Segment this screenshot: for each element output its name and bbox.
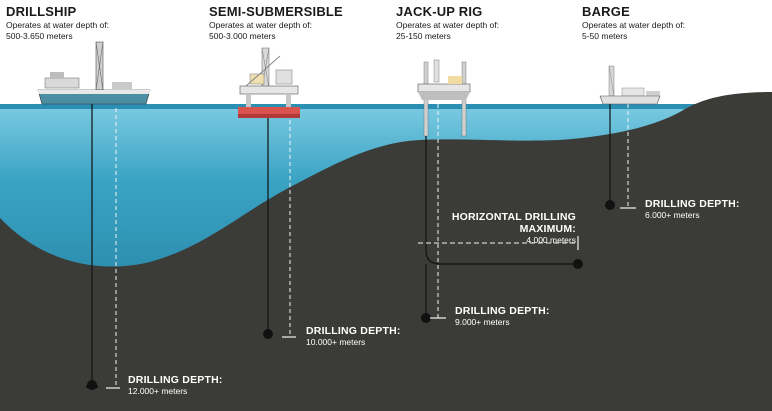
semi-submersible-well <box>263 118 296 339</box>
water-surface <box>0 104 772 109</box>
drillship-well <box>86 104 120 390</box>
drillship-drilling-depth: DRILLING DEPTH: 12.000+ meters <box>128 374 223 396</box>
drillship-title: DRILLSHIP <box>6 4 77 19</box>
jack-up-drilling-label: DRILLING DEPTH: <box>455 305 550 317</box>
semi-submersible-drilling-label: DRILLING DEPTH: <box>306 325 401 337</box>
semi-submersible-operates-label: Operates at water depth of: <box>209 20 313 30</box>
seabed <box>0 92 772 411</box>
semi-submersible-header: SEMI-SUBMERSIBLE Operates at water depth… <box>209 4 343 41</box>
barge-water-depth: 5-50 meters <box>582 31 628 41</box>
barge-well <box>605 104 636 210</box>
semi-submersible <box>238 47 300 118</box>
jack-up-water-depth: 25-150 meters <box>396 31 451 41</box>
barge-title: BARGE <box>582 4 630 19</box>
drillship-header: DRILLSHIP Operates at water depth of: 50… <box>6 4 109 41</box>
drillship-drilling-label: DRILLING DEPTH: <box>128 374 223 386</box>
barge-drilling-value: 6.000+ meters <box>645 210 700 220</box>
semi-submersible-title: SEMI-SUBMERSIBLE <box>209 4 343 19</box>
jack-up-drilling-value: 9.000+ meters <box>455 317 510 327</box>
semi-submersible-drilling-depth: DRILLING DEPTH: 10.000+ meters <box>306 325 401 347</box>
drillship <box>37 41 151 105</box>
jack-up-title: JACK-UP RIG <box>396 4 483 19</box>
barge <box>599 65 661 105</box>
jack-up-operates-label: Operates at water depth of: <box>396 20 500 30</box>
jack-up-header: JACK-UP RIG Operates at water depth of: … <box>396 4 499 41</box>
drillship-drilling-value: 12.000+ meters <box>128 386 188 396</box>
drillship-water-depth: 500-3.650 meters <box>6 31 73 41</box>
horizontal-drilling-line1: HORIZONTAL DRILLING <box>451 211 576 223</box>
horizontal-drilling-value: 4.000 meters <box>526 235 576 245</box>
horizontal-drilling-line2: MAXIMUM: <box>519 223 576 235</box>
drillship-operates-label: Operates at water depth of: <box>6 20 110 30</box>
semi-submersible-water-depth: 500-3.000 meters <box>209 31 276 41</box>
barge-drilling-label: DRILLING DEPTH: <box>645 198 740 210</box>
barge-operates-label: Operates at water depth of: <box>582 20 686 30</box>
horizontal-drilling-label: HORIZONTAL DRILLING MAXIMUM: 4.000 meter… <box>436 211 576 245</box>
barge-drilling-depth: DRILLING DEPTH: 6.000+ meters <box>645 198 740 220</box>
jack-up-drilling-depth: DRILLING DEPTH: 9.000+ meters <box>455 305 550 327</box>
semi-submersible-drilling-value: 10.000+ meters <box>306 337 366 347</box>
jack-up-well <box>418 104 583 323</box>
barge-header: BARGE Operates at water depth of: 5-50 m… <box>582 4 685 41</box>
